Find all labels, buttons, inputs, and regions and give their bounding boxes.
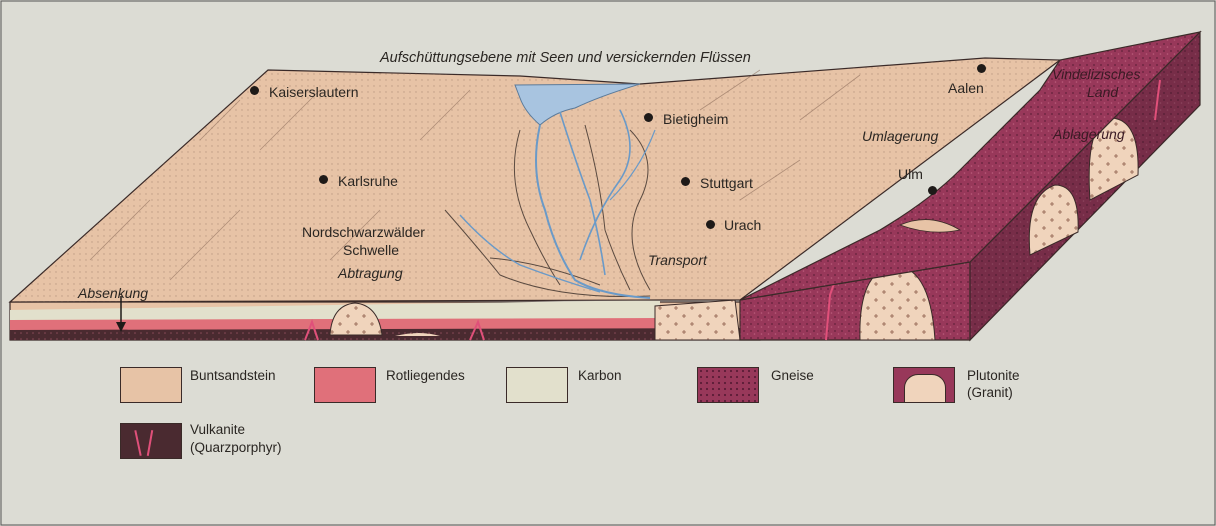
place-karlsruhe: Karlsruhe bbox=[338, 173, 398, 189]
label-abtragung: Abtragung bbox=[338, 265, 403, 281]
legend-swatch-rotliegendes bbox=[314, 367, 376, 403]
karlsruhe-marker bbox=[319, 175, 328, 184]
label-schwelle-line1: Nordschwarzwälder bbox=[302, 224, 425, 240]
legend-plutonite-line1: Plutonite bbox=[967, 368, 1020, 384]
legend-swatch-vulkanite bbox=[120, 423, 182, 459]
legend-swatch-plutonite bbox=[893, 367, 955, 403]
place-urach: Urach bbox=[724, 217, 761, 233]
diagram-title: Aufschüttungsebene mit Seen und versicke… bbox=[380, 50, 751, 66]
label-umlagerung: Umlagerung bbox=[862, 128, 938, 144]
legend-buntsandstein: Buntsandstein bbox=[190, 368, 276, 384]
legend-swatch-gneise bbox=[697, 367, 759, 403]
legend-swatch-buntsandstein bbox=[120, 367, 182, 403]
front-face bbox=[10, 300, 760, 340]
legend-vulkanite-line2: (Quarzporphyr) bbox=[190, 440, 282, 456]
place-kaiserslautern: Kaiserslautern bbox=[269, 84, 359, 100]
label-transport: Transport bbox=[648, 252, 707, 268]
legend-karbon: Karbon bbox=[578, 368, 622, 384]
kaiserslautern-marker bbox=[250, 86, 259, 95]
legend-gneise: Gneise bbox=[771, 368, 814, 384]
label-vindelizisches-line1: Vindelizisches bbox=[1052, 66, 1140, 82]
legend-rotliegendes: Rotliegendes bbox=[386, 368, 465, 384]
ulm-marker bbox=[928, 186, 937, 195]
legend-swatch-karbon bbox=[506, 367, 568, 403]
legend-plutonite-line2: (Granit) bbox=[967, 385, 1013, 401]
label-vindelizisches-line2: Land bbox=[1087, 84, 1118, 100]
label-absenkung: Absenkung bbox=[78, 285, 148, 301]
legend-vulkanite-line1: Vulkanite bbox=[190, 422, 245, 438]
aalen-marker bbox=[977, 64, 986, 73]
label-schwelle-line2: Schwelle bbox=[343, 242, 399, 258]
place-ulm: Ulm bbox=[898, 166, 923, 182]
place-stuttgart: Stuttgart bbox=[700, 175, 753, 191]
place-aalen: Aalen bbox=[948, 80, 984, 96]
bietigheim-marker bbox=[644, 113, 653, 122]
place-bietigheim: Bietigheim bbox=[663, 111, 728, 127]
stuttgart-marker bbox=[681, 177, 690, 186]
urach-marker bbox=[706, 220, 715, 229]
label-ablagerung: Ablagerung bbox=[1053, 126, 1125, 142]
